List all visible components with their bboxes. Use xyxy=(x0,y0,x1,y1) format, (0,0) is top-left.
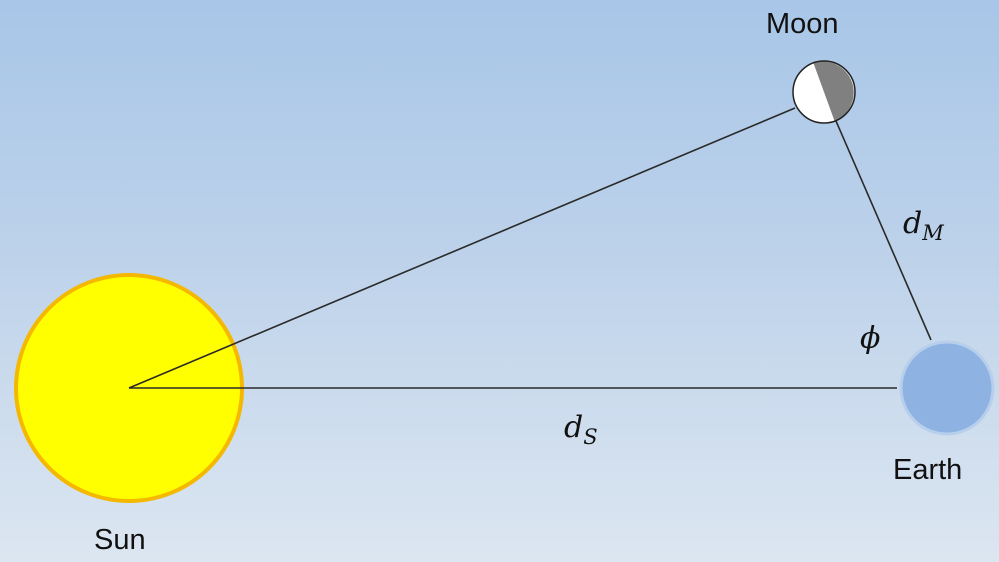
angle-phi-label: ϕ xyxy=(860,321,881,356)
sun-distance-label: dS xyxy=(564,410,598,449)
sun-distance-base: d xyxy=(564,410,584,445)
moon-dark-half xyxy=(813,61,854,122)
moon-icon xyxy=(792,60,856,124)
sun-distance-sub: S xyxy=(583,425,598,449)
moon-distance-sub: M xyxy=(922,221,944,245)
moon-distance-base: d xyxy=(903,206,923,241)
moon-distance-label: dM xyxy=(903,206,944,245)
moon-outline xyxy=(792,60,856,124)
moon-label: Moon xyxy=(766,8,839,40)
sun-moon-line xyxy=(128,107,796,389)
earth-circle xyxy=(899,340,995,436)
sun-label: Sun xyxy=(94,524,146,556)
earth-label: Earth xyxy=(893,454,963,486)
moon-earth-line xyxy=(835,120,932,341)
